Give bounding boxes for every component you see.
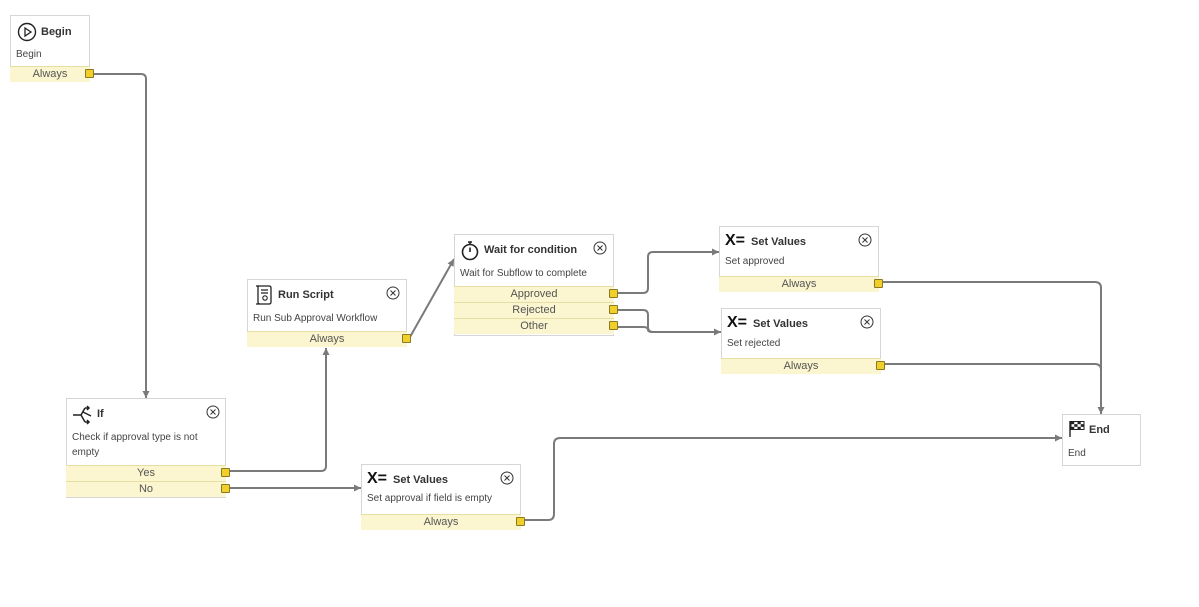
node-description: Set rejected: [727, 338, 781, 349]
wire-if-yes-to-run-script: [229, 348, 330, 472]
node-begin[interactable]: Begin Begin Always: [10, 15, 94, 82]
output-approved: Approved: [454, 286, 618, 302]
play-circle-icon: [17, 22, 37, 42]
node-description: Begin: [16, 49, 42, 60]
output-port[interactable]: [609, 305, 618, 314]
set-values-icon: X=: [727, 314, 748, 331]
close-circle-icon[interactable]: [593, 241, 607, 255]
node-set-approved[interactable]: X= Set Values Set approved Always: [719, 226, 883, 292]
output-label: Rejected: [512, 304, 556, 316]
node-title: Set Values: [393, 474, 449, 486]
output-port[interactable]: [609, 289, 618, 298]
node-description: Check if approval type is not empty: [72, 432, 198, 458]
set-values-icon: X=: [725, 232, 746, 249]
node-if[interactable]: If Check if approval type is not empty Y…: [66, 398, 230, 498]
output-label: Always: [783, 360, 819, 372]
output-label: Yes: [137, 467, 155, 479]
wire-wait-approved-to-set-approved: [617, 248, 719, 294]
output-label: Always: [781, 278, 817, 290]
output-yes: Yes: [66, 465, 230, 481]
node-set-values-empty[interactable]: X= Set Values Set approval if field is e…: [361, 464, 525, 530]
wire-run-script-to-wait: [409, 258, 455, 338]
node-description: End: [1068, 448, 1086, 459]
node-wait-for-condition[interactable]: Wait for condition Wait for Subflow to c…: [454, 234, 618, 336]
checkered-flag-icon: [1069, 421, 1085, 437]
set-values-icon: X=: [367, 470, 388, 487]
output-port[interactable]: [609, 321, 618, 330]
output-rejected: Rejected: [454, 302, 618, 318]
node-set-rejected[interactable]: X= Set Values Set rejected Always: [721, 308, 885, 374]
output-label: Always: [309, 333, 345, 345]
output-port[interactable]: [221, 468, 230, 477]
node-title: Run Script: [278, 289, 334, 301]
node-description: Set approved: [725, 256, 785, 267]
node-description: Wait for Subflow to complete: [460, 268, 587, 279]
node-title: If: [97, 408, 104, 420]
node-description: Run Sub Approval Workflow: [253, 313, 378, 324]
output-no: No: [66, 481, 230, 497]
stopwatch-icon: [461, 241, 479, 261]
wire-set-values-empty-to-end: [524, 434, 1062, 521]
wire-begin-to-if: [93, 73, 150, 398]
output-label: No: [138, 483, 154, 495]
output-port[interactable]: [874, 279, 883, 288]
node-title: Wait for condition: [484, 244, 578, 256]
output-always: Always: [721, 358, 885, 374]
wire-wait-rejected-to-set-rejected: [617, 309, 721, 336]
output-always: Always: [361, 514, 525, 530]
output-always: Always: [719, 276, 883, 292]
node-title: Set Values: [753, 318, 809, 330]
output-label: Always: [32, 68, 68, 80]
wire-set-approved-to-end: [882, 281, 1105, 414]
output-always: Always: [10, 66, 94, 82]
branch-icon: [73, 405, 92, 425]
output-always: Always: [247, 331, 411, 347]
output-label: Approved: [510, 288, 558, 300]
script-scroll-icon: [256, 285, 272, 305]
close-circle-icon[interactable]: [386, 286, 400, 300]
node-title: Set Values: [751, 236, 807, 248]
wire-wait-other-to-set-rejected: [617, 326, 721, 333]
output-label: Other: [520, 320, 548, 332]
close-circle-icon[interactable]: [500, 471, 514, 485]
output-port[interactable]: [402, 334, 411, 343]
output-port[interactable]: [85, 69, 94, 78]
node-run-script[interactable]: Run Script Run Sub Approval Workflow Alw…: [247, 279, 411, 347]
close-circle-icon[interactable]: [206, 405, 220, 419]
output-port[interactable]: [516, 517, 525, 526]
output-port[interactable]: [221, 484, 230, 493]
output-other: Other: [454, 318, 618, 334]
node-description: Set approval if field is empty: [367, 493, 493, 504]
close-circle-icon[interactable]: [860, 315, 874, 329]
close-circle-icon[interactable]: [858, 233, 872, 247]
node-title: End: [1089, 424, 1110, 436]
node-title: Begin: [41, 26, 72, 38]
output-port[interactable]: [876, 361, 885, 370]
wire-set-rejected-to-end: [884, 363, 1102, 412]
output-label: Always: [423, 516, 459, 528]
node-end[interactable]: End End: [1062, 414, 1141, 466]
